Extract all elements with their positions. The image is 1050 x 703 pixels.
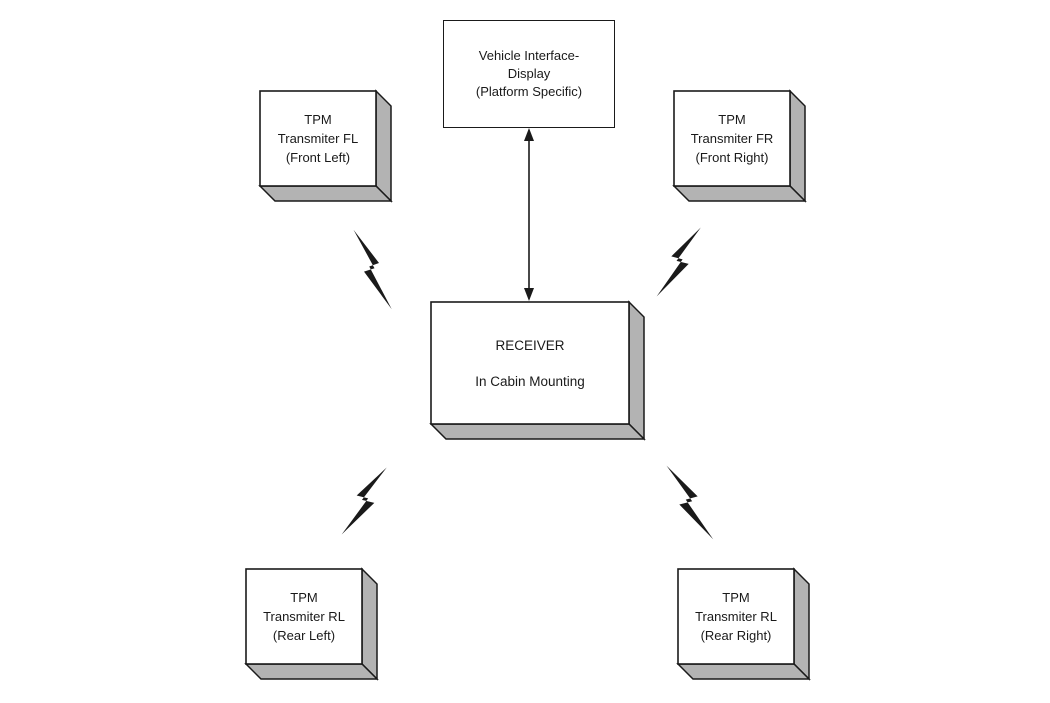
lightning-bolt-icon xyxy=(341,467,387,535)
node-label-line: (Rear Left) xyxy=(272,628,336,643)
node-receiver: RECEIVER In Cabin Mounting xyxy=(429,300,646,441)
node-label-line: Vehicle Interface- xyxy=(478,48,580,63)
double-arrow-icon xyxy=(524,128,534,301)
node-label-line: Transmiter FL xyxy=(277,131,359,146)
node-tpm-transmitter-rr: TPM Transmiter RL (Rear Right) xyxy=(676,567,811,681)
node-tpm-transmitter-fr: TPM Transmiter FR (Front Right) xyxy=(672,89,807,203)
node-tpm-transmitter-rl: TPM Transmiter RL (Rear Left) xyxy=(244,567,379,681)
node-tpm-rr-label: TPM Transmiter RL (Rear Right) xyxy=(678,569,794,664)
node-label-line: Display xyxy=(507,66,551,81)
node-tpm-rl-label: TPM Transmiter RL (Rear Left) xyxy=(246,569,362,664)
node-label-line: TPM xyxy=(304,112,332,127)
tpm-fr-box-shape xyxy=(672,89,807,203)
wireless-link-fr xyxy=(654,226,706,298)
connector-display-receiver xyxy=(521,127,537,307)
receiver-box-shape xyxy=(429,300,646,441)
node-tpm-fl-label: TPM Transmiter FL (Front Left) xyxy=(260,91,376,186)
node-label-line: (Rear Right) xyxy=(700,628,772,643)
node-label-line: (Platform Specific) xyxy=(475,84,583,99)
node-tpm-transmitter-fl: TPM Transmiter FL (Front Left) xyxy=(258,89,393,203)
lightning-bolt-icon xyxy=(666,465,714,540)
wireless-link-fl xyxy=(349,228,394,311)
node-label-line: Transmiter RL xyxy=(695,609,777,624)
node-label-line: TPM xyxy=(718,112,746,127)
lightning-bolt-icon xyxy=(353,229,392,310)
node-label-line: TPM xyxy=(290,590,318,605)
tpm-rl-box-shape xyxy=(244,567,379,681)
node-label-line: RECEIVER xyxy=(495,337,565,353)
node-label-line: In Cabin Mounting xyxy=(475,373,585,389)
node-label-line: Transmiter FR xyxy=(690,131,774,146)
tpm-rr-box-shape xyxy=(676,567,811,681)
tpm-fl-box-shape xyxy=(258,89,393,203)
node-label-line: (Front Right) xyxy=(695,150,769,165)
wireless-link-rl xyxy=(339,466,392,536)
wireless-link-rr xyxy=(661,464,716,541)
node-label-line: TPM xyxy=(722,590,750,605)
lightning-bolt-icon xyxy=(656,227,701,297)
node-label-line: (Front Left) xyxy=(285,150,351,165)
node-receiver-label: RECEIVER In Cabin Mounting xyxy=(431,302,629,424)
node-label-line: Transmiter RL xyxy=(263,609,345,624)
node-tpm-fr-label: TPM Transmiter FR (Front Right) xyxy=(674,91,790,186)
node-vehicle-interface-display: Vehicle Interface- Display (Platform Spe… xyxy=(443,20,615,128)
